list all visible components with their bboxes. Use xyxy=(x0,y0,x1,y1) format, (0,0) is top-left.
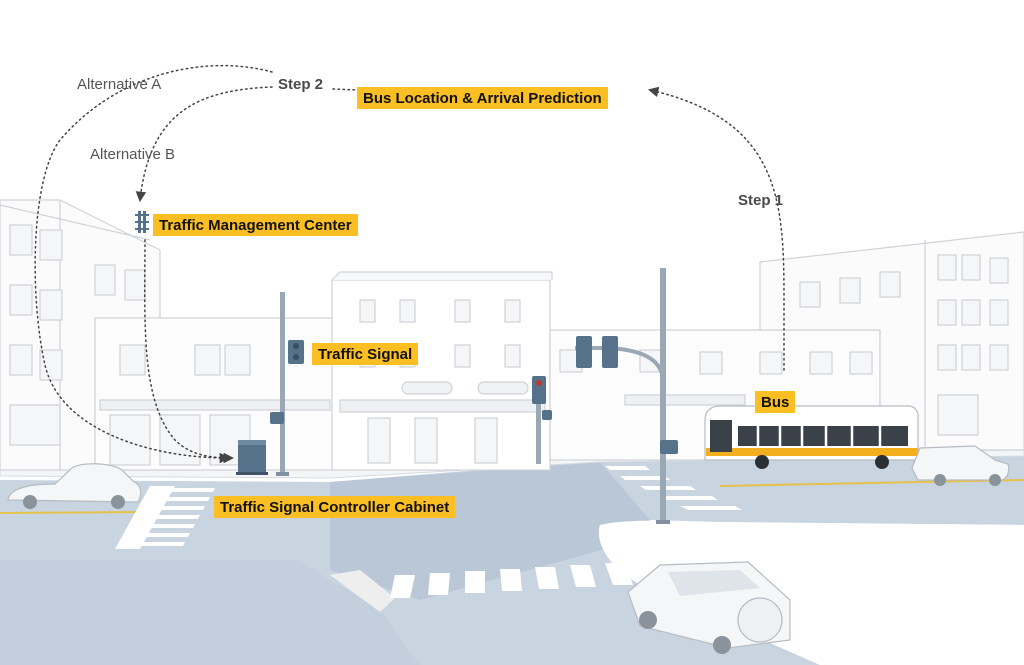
bus-label: Bus xyxy=(755,391,795,413)
bus-location-label: Bus Location & Arrival Prediction xyxy=(357,87,608,109)
traffic-signal-label: Traffic Signal xyxy=(312,343,418,365)
bus xyxy=(705,406,918,469)
alternative-a-label: Alternative A xyxy=(77,77,161,92)
controller-cabinet xyxy=(236,440,268,475)
alternative-b-label: Alternative B xyxy=(90,147,175,162)
building-center xyxy=(332,272,552,470)
step1-label: Step 1 xyxy=(738,193,783,208)
arrow-alternative-b xyxy=(140,87,272,200)
step2-label: Step 2 xyxy=(278,77,323,92)
tmc-antenna-icon xyxy=(135,211,149,233)
tmc-label: Traffic Management Center xyxy=(153,214,358,236)
arrow-step2-link xyxy=(333,89,358,90)
controller-cabinet-label: Traffic Signal Controller Cabinet xyxy=(214,496,455,518)
